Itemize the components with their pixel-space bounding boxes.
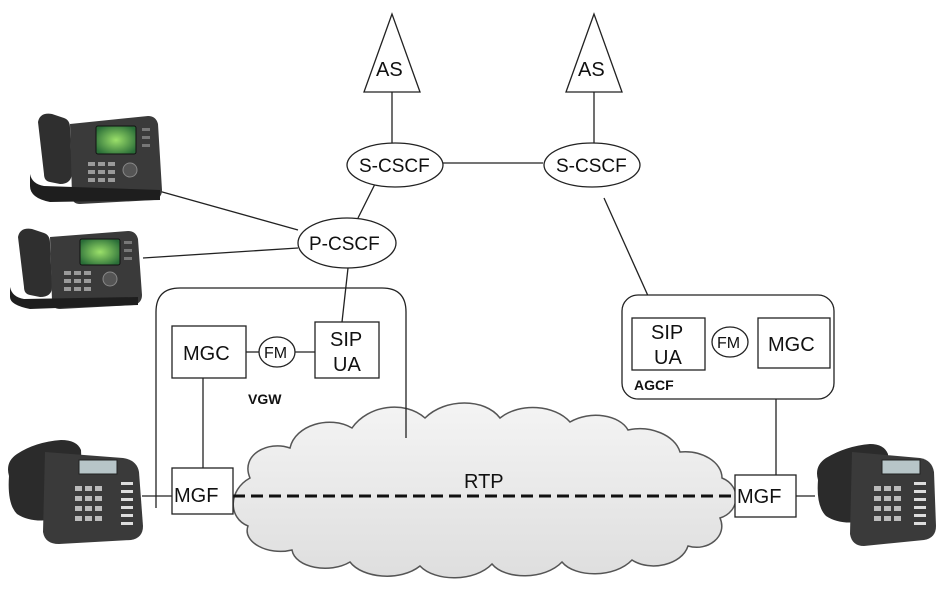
rtp-label: RTP: [464, 471, 504, 493]
vgw-mgc-label: MGC: [183, 343, 230, 365]
mgf-right-node: MGF: [734, 474, 797, 518]
as-left-node: AS: [363, 12, 421, 93]
vgw-sip-ua-box: [314, 321, 380, 379]
vgw-label: VGW: [248, 391, 282, 407]
agcf-fm-label: FM: [717, 335, 740, 352]
agcf-mgc-box: [757, 317, 831, 369]
scscf-right-node: S-CSCF: [543, 142, 641, 188]
scscf-left-ellipse: [346, 142, 444, 188]
agcf-group: SIP UA FM MGC AGCF: [621, 294, 835, 400]
connectors: [142, 92, 815, 497]
vgw-sip-label: SIP: [330, 329, 362, 351]
scscf-left-node: S-CSCF: [346, 142, 444, 188]
scscf-right-label: S-CSCF: [556, 156, 627, 177]
scscf-right-ellipse: [543, 142, 641, 188]
as-right-triangle: [565, 12, 623, 93]
pcscf-node: P-CSCF: [297, 217, 397, 269]
vgw-mgc-box: [171, 325, 247, 379]
vgw-fm-ellipse: [258, 336, 296, 368]
desk-phone-icon: [8, 440, 143, 544]
ip-network-cloud: [232, 402, 737, 579]
vgw-mgf-label: MGF: [174, 485, 218, 507]
vgw-ua-label: UA: [333, 354, 361, 376]
agcf-sip-ua-box: [631, 317, 706, 371]
phone-top-to-pcscf: [147, 187, 299, 231]
as-right-node: AS: [565, 12, 623, 93]
scscf-left-label: S-CSCF: [359, 156, 430, 177]
as-right-label: AS: [578, 59, 605, 81]
agcf-label: AGCF: [634, 377, 674, 393]
vgw-fm-label: FM: [264, 345, 287, 362]
mgf-right-box: [734, 474, 797, 518]
as-left-label: AS: [376, 59, 403, 81]
ip-phone-icon: [10, 228, 142, 309]
phone-middle-to-pcscf: [142, 247, 299, 259]
vgw-mgf-box: [171, 467, 234, 515]
pcscf-label: P-CSCF: [309, 234, 380, 255]
as-left-triangle: [363, 12, 421, 93]
agcf-fm-ellipse: [711, 326, 749, 358]
pcscf-to-sip-ua: [341, 267, 349, 323]
desk-phone-icon: [817, 444, 936, 546]
cloud-icon: [232, 402, 737, 579]
agcf-mgc-label: MGC: [768, 334, 815, 356]
ip-phone-icon: [30, 113, 162, 204]
vgw-boundary: [155, 287, 407, 508]
mgf-right-label: MGF: [737, 486, 781, 508]
vgw-group: MGC FM SIP UA VGW MGF: [155, 287, 407, 515]
agcf-ua-label: UA: [654, 347, 682, 369]
agcf-sip-label: SIP: [651, 322, 683, 344]
scscf-left-to-pcscf: [357, 183, 376, 219]
pcscf-ellipse: [297, 217, 397, 269]
